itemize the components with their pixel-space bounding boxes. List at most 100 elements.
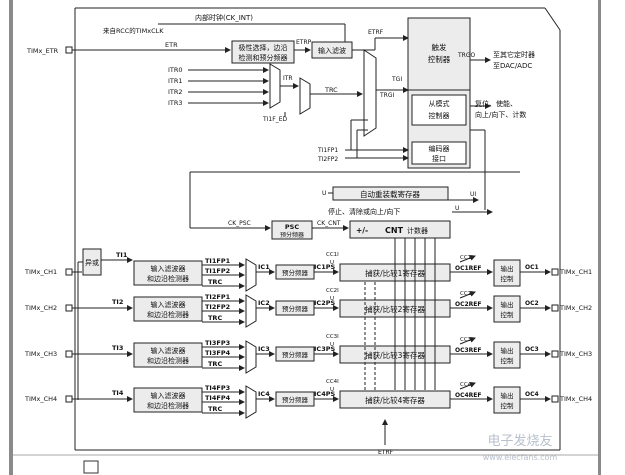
ic-label-ch4: IC4 — [258, 390, 270, 398]
output-line2-ch1: 控制 — [501, 274, 515, 283]
fp-b-ch4: TI4FP4 — [205, 394, 231, 402]
ti-signal-ch4: TI4 — [112, 389, 124, 397]
u-cc-ch2: U — [330, 296, 334, 302]
cc-event-ch4: CC4I — [326, 379, 339, 385]
stop-clear-label: 停止、清除或向上/向下 — [328, 207, 400, 216]
cc-flag-ch2: CC2I — [460, 291, 473, 297]
pin-in-ch2 — [65, 304, 73, 312]
pin-in-label-ch3: TIMx_CH3 — [24, 350, 57, 358]
trgo-signal: TRGO — [457, 52, 475, 59]
trc-signal: TRC — [324, 86, 338, 94]
etr-filter-line1: 极性选择，边沿 — [239, 43, 288, 52]
prescaler-label-ch2: 预分频器 — [282, 304, 309, 313]
input-filter-ch4 — [133, 387, 203, 413]
trc-ch4: TRC — [208, 405, 222, 413]
pin-etr-label: TIMx_ETR — [26, 47, 59, 55]
ocref-ch1: OC1REF — [455, 265, 482, 272]
slave-line2: 控制器 — [429, 111, 450, 120]
icps-ch3: IC3PS — [314, 345, 335, 353]
bottom-etrf: ETRF — [378, 449, 394, 456]
ic-label-ch3: IC3 — [258, 345, 270, 353]
ti1-signal: TI1 — [116, 251, 128, 259]
cc-event-ch3: CC3I — [326, 334, 339, 340]
pin-out-ch2 — [551, 304, 559, 312]
ic-label-ch1: IC1 — [258, 263, 270, 271]
pin-out-ch1 — [551, 268, 559, 276]
trc-ch1: TRC — [208, 278, 222, 286]
encoder-line1: 编码器 — [429, 144, 450, 153]
pin-out-label-ch3: TIMx_CH3 — [559, 350, 592, 358]
u-cc-ch1: U — [330, 260, 334, 266]
output-line2-ch4: 控制 — [501, 401, 515, 410]
icps-ch4: IC4PS — [314, 390, 335, 398]
ui-signal: UI — [470, 191, 476, 198]
left-frame-edge — [9, 0, 13, 475]
cc-event-ch1: CC1I — [326, 252, 339, 258]
trgo-dest-line1: 至其它定时器 — [493, 50, 535, 59]
trigger-line1: 触发 — [432, 42, 447, 52]
cnt-sub: 计数器 — [407, 226, 428, 235]
tgi-signal: TGI — [391, 76, 402, 83]
etrp-signal: ETRP — [296, 39, 312, 46]
right-frame-edge — [598, 0, 601, 475]
pin-in-label-ch2: TIMx_CH2 — [24, 304, 57, 312]
filter-line1-ch4: 输入滤波器 — [151, 391, 186, 400]
u-cc-ch4: U — [330, 387, 334, 393]
filter-line2-ch2: 和边沿检测器 — [147, 310, 189, 319]
input-filter-ch3 — [133, 342, 203, 368]
oc-ch4: OC4 — [525, 391, 539, 398]
output-control-ch4 — [493, 386, 521, 414]
reset-line2: 向上/向下、计数 — [475, 110, 526, 119]
legend-box — [83, 460, 99, 474]
fp-b-ch2: TI2FP2 — [205, 303, 230, 311]
ocref-ch3: OC3REF — [455, 347, 482, 354]
trgo-dest-line2: 至DAC/ADC — [493, 62, 532, 70]
output-control-ch2 — [493, 295, 521, 323]
filter-line2-ch4: 和边沿检测器 — [147, 401, 189, 410]
internal-clock-label: 内部时钟(CK_INT) — [195, 13, 253, 22]
ocref-ch2: OC2REF — [455, 301, 482, 308]
filter-line1-ch2: 输入滤波器 — [151, 300, 186, 309]
input-filter-ch1 — [133, 260, 203, 286]
icps-ch1: IC1PS — [314, 263, 335, 271]
prescaler-label-ch4: 预分频器 — [282, 395, 309, 404]
cnt-counter-box — [349, 220, 451, 239]
auto-reload-label: 自动重装载寄存器 — [360, 189, 420, 199]
pin-in-label-ch1: TIMx_CH1 — [24, 268, 57, 276]
pin-out-ch3 — [551, 350, 559, 358]
u-cc-ch3: U — [330, 342, 334, 348]
rcc-clock-label: 来自RCC的TIMxCLK — [103, 26, 164, 35]
fp-a-ch4: TI4FP3 — [205, 384, 230, 392]
output-line2-ch2: 控制 — [501, 310, 515, 319]
filter-line2-ch3: 和边沿检测器 — [147, 356, 189, 365]
ic-label-ch2: IC2 — [258, 299, 270, 307]
output-control-ch3 — [493, 341, 521, 369]
prescaler-label-ch3: 预分频器 — [282, 350, 309, 359]
filter-line2-ch1: 和边沿检测器 — [147, 274, 189, 283]
oc-ch2: OC2 — [525, 300, 539, 307]
ti-signal-ch3: TI3 — [112, 344, 123, 352]
ck-cnt-signal: CK_CNT — [317, 220, 341, 227]
itr-mux — [269, 63, 281, 109]
input-filter-ch2 — [133, 296, 203, 322]
psc-sub: 预分频器 — [280, 231, 304, 239]
itr0-label: ITR0 — [168, 66, 183, 74]
oc-ch3: OC3 — [525, 346, 539, 353]
trigger-input-mux — [363, 49, 377, 137]
trc-mux — [299, 77, 311, 115]
ti1f-ed-signal: TI1F_ED — [262, 116, 287, 123]
output-control-ch1 — [493, 259, 521, 287]
slave-mode-box — [411, 94, 467, 126]
ck-psc-signal: CK_PSC — [228, 220, 251, 227]
fp-a-ch3: TI3FP3 — [205, 339, 230, 347]
capture-label-ch4: 捕获/比较4寄存器 — [365, 395, 425, 405]
trgi-signal: TRGI — [379, 92, 394, 99]
output-line2-ch3: 控制 — [501, 356, 515, 365]
pin-in-ch1 — [65, 268, 73, 276]
enc-ti2fp2: TI2FP2 — [317, 156, 338, 163]
ic-mux-ch1 — [245, 258, 257, 292]
pin-out-label-ch4: TIMx_CH4 — [559, 395, 592, 403]
itr2-label: ITR2 — [168, 88, 183, 96]
itr-signal: ITR — [283, 75, 293, 82]
